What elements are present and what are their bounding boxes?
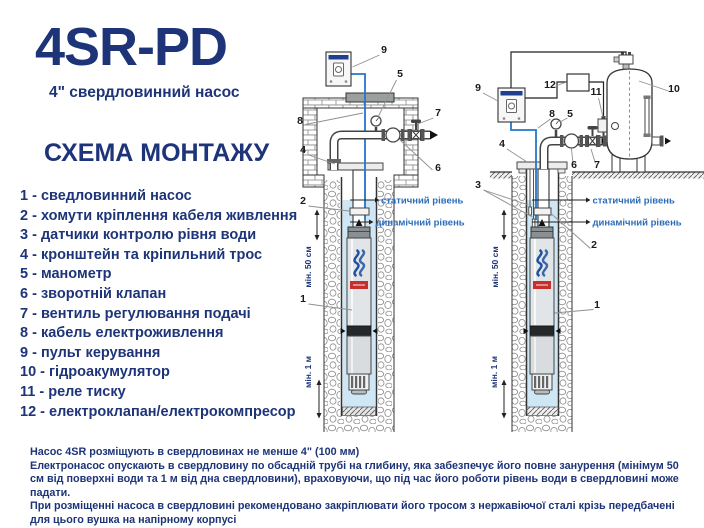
gate-valve-icon bbox=[585, 126, 601, 148]
cable-clamp bbox=[349, 207, 370, 216]
callout-10: 10 bbox=[668, 83, 680, 95]
page-title: 4SR-PD bbox=[35, 17, 228, 77]
callout-1: 1 bbox=[594, 299, 600, 311]
legend-item-4: 4 - кронштейн та кріпильний трос bbox=[20, 246, 263, 263]
gate-valve-icon bbox=[407, 119, 425, 142]
callout-7: 7 bbox=[435, 107, 441, 119]
legend-item-10: 10 - гідроакумулятор bbox=[20, 364, 170, 381]
legend-item-6: 6 - зворотній клапан bbox=[20, 285, 167, 302]
callout-2: 2 bbox=[300, 195, 306, 207]
callouts-right: 9 12 11 10 8 5 4 6 7 3 2 1 bbox=[475, 79, 680, 314]
callout-12: 12 bbox=[544, 79, 556, 91]
surface-piping bbox=[327, 115, 438, 170]
static-level-label: статичний рівень bbox=[593, 196, 675, 207]
control-panel bbox=[325, 51, 352, 87]
panel-switch-icon bbox=[333, 62, 344, 77]
panel-switch-icon bbox=[506, 99, 517, 113]
level-annotations: статичний рівень динамічний рівень мін. … bbox=[303, 196, 465, 419]
surface-piping bbox=[539, 118, 607, 169]
callout-4: 4 bbox=[300, 144, 306, 156]
panel-logo bbox=[500, 91, 523, 96]
min-50cm-label: мін. 50 см bbox=[303, 246, 313, 287]
scheme-heading: СХЕМА МОНТАЖУ bbox=[44, 139, 270, 167]
static-level-label: статичний рівень bbox=[381, 196, 463, 207]
legend-item-7: 7 - вентиль регулювання подачі bbox=[20, 305, 251, 322]
note-paragraph-3: При розміщенні насоса в свердловині реко… bbox=[30, 500, 675, 526]
legend-item-12: 12 - електроклапан/електрокомпресор bbox=[20, 403, 296, 420]
callout-5: 5 bbox=[397, 68, 403, 80]
callouts-left: 9 5 8 7 6 4 2 1 bbox=[297, 44, 441, 311]
min-1m-label: мін. 1 м bbox=[489, 356, 499, 388]
outlet-flow-arrow-icon bbox=[665, 137, 671, 145]
diagram-well-with-pit: статичний рівень динамічний рівень мін. … bbox=[297, 44, 465, 432]
callout-6: 6 bbox=[571, 159, 577, 171]
manometer-icon bbox=[370, 115, 382, 132]
page-subtitle: 4" свердловинний насос bbox=[49, 84, 240, 101]
callout-7: 7 bbox=[594, 159, 600, 171]
callout-5: 5 bbox=[567, 108, 573, 120]
power-cable bbox=[351, 73, 366, 220]
well-bottom-gravel bbox=[342, 406, 376, 416]
note-paragraph-1: Насос 4SR розміщують в свердловинах не м… bbox=[30, 446, 360, 458]
drop-pipe bbox=[537, 168, 550, 229]
flow-arrow-icon bbox=[430, 130, 438, 140]
installation-notes: Насос 4SR розміщують в свердловинах не м… bbox=[30, 446, 692, 528]
level-annotations: статичний рівень динамічний рівень мін. … bbox=[489, 196, 682, 419]
callout-3: 3 bbox=[475, 179, 481, 191]
legend-item-9: 9 - пульт керування bbox=[20, 344, 161, 361]
callout-9: 9 bbox=[381, 44, 387, 56]
callout-9: 9 bbox=[475, 82, 481, 94]
well-bottom-gravel bbox=[526, 406, 559, 416]
control-wiring bbox=[510, 51, 627, 116]
dynamic-level-label: динамічний рівень bbox=[593, 218, 682, 229]
manometer-icon bbox=[550, 118, 562, 137]
check-valve-icon bbox=[560, 133, 583, 149]
hydroaccumulator-tank bbox=[603, 52, 671, 173]
callout-4: 4 bbox=[499, 138, 505, 150]
power-cable bbox=[510, 122, 537, 220]
callout-8: 8 bbox=[297, 115, 303, 127]
pit-cover bbox=[345, 92, 395, 103]
callout-11: 11 bbox=[590, 86, 601, 98]
control-panel bbox=[497, 87, 526, 123]
dynamic-level-label: динамічний рівень bbox=[376, 218, 465, 229]
level-gauge bbox=[644, 97, 650, 135]
cable-clamp bbox=[533, 207, 552, 216]
diagram-well-with-tank: статичний рівень динамічний рівень мін. … bbox=[475, 51, 704, 432]
check-valve-icon bbox=[381, 127, 405, 143]
legend-item-11: 11 - реле тиску bbox=[20, 383, 126, 400]
parts-legend: 1 - сведловинний насос 2 - хомути кріпле… bbox=[20, 187, 297, 422]
legend-item-8: 8 - кабель електроживлення bbox=[20, 325, 224, 342]
electro-valve-icon bbox=[613, 52, 634, 70]
callout-8: 8 bbox=[549, 108, 555, 120]
legend-item-3: 3 - датчики контролю рівня води bbox=[20, 227, 257, 244]
legend-item-1: 1 - сведловинний насос bbox=[20, 188, 192, 204]
callout-1: 1 bbox=[300, 293, 306, 305]
legend-item-2: 2 - хомути кріплення кабеля живлення bbox=[20, 207, 298, 224]
electro-compressor-box bbox=[566, 73, 590, 92]
callout-6: 6 bbox=[435, 162, 441, 174]
panel-logo bbox=[328, 55, 349, 60]
legend-item-5: 5 - манометр bbox=[20, 266, 112, 283]
min-50cm-label: мін. 50 см bbox=[490, 246, 500, 287]
min-1m-label: мін. 1 м bbox=[303, 356, 313, 388]
callout-2: 2 bbox=[591, 239, 597, 251]
note-paragraph-2: Електронасос опускають в свердловину по … bbox=[30, 459, 679, 499]
